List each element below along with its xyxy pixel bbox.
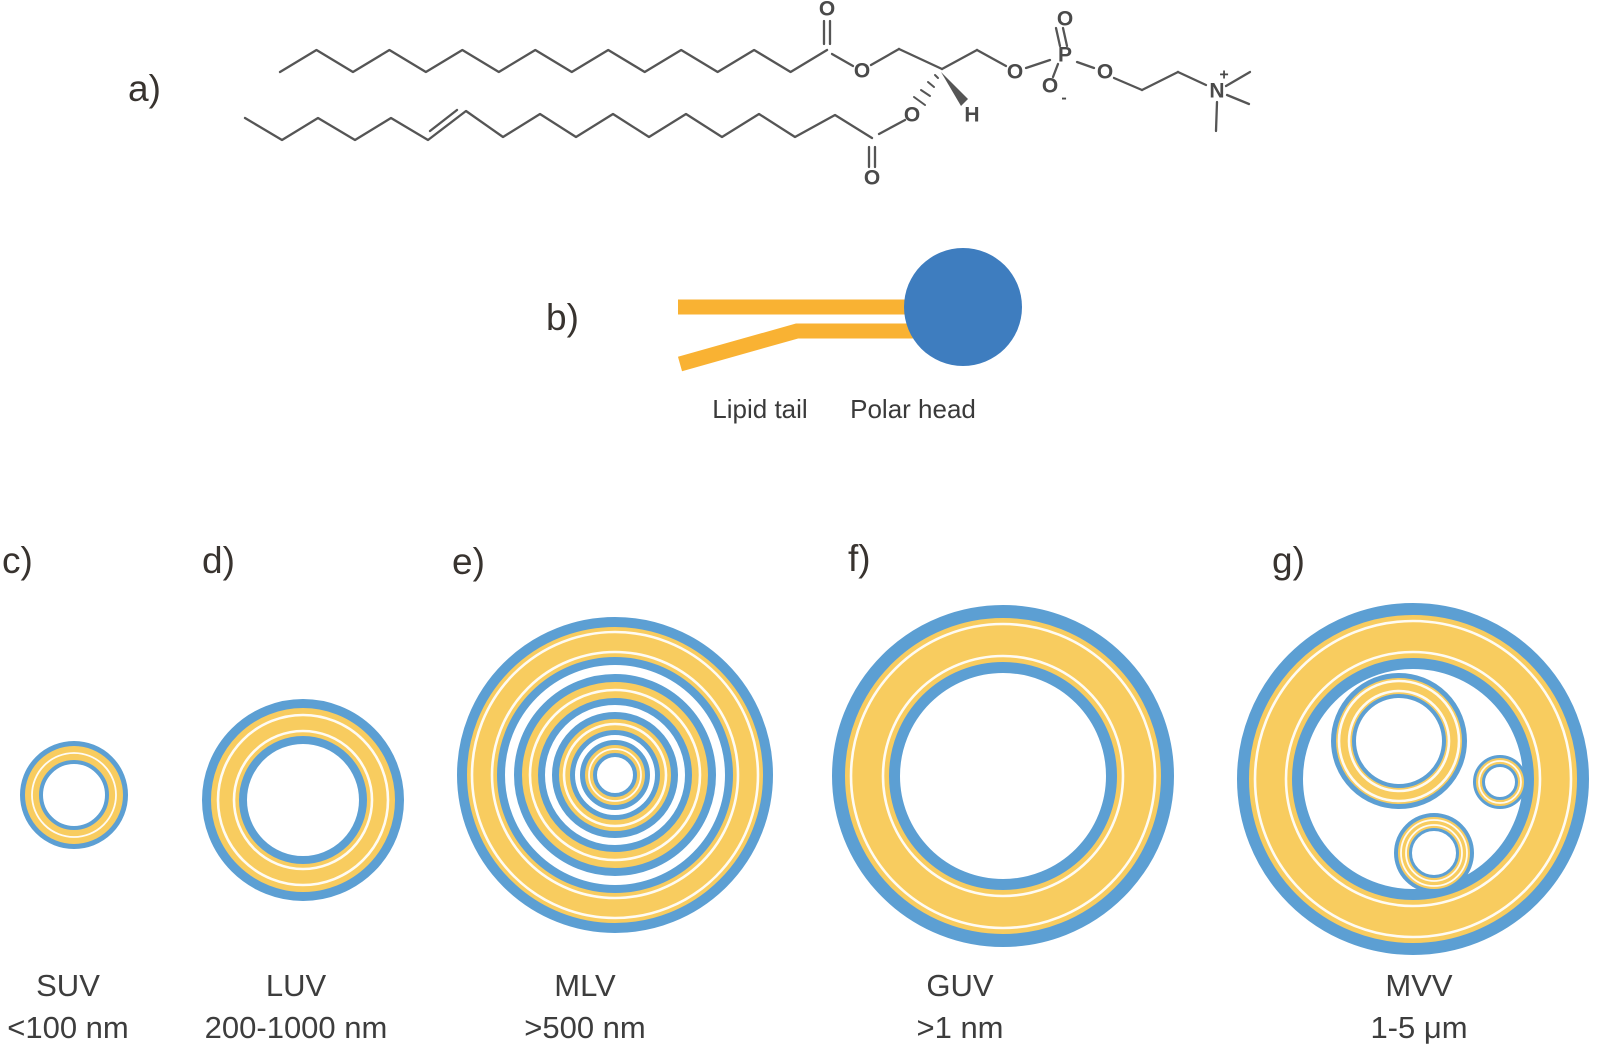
panel-f-label: f) xyxy=(848,538,871,579)
atom-label: O xyxy=(854,60,870,83)
charge-label: + xyxy=(1219,67,1228,84)
atom-label: P xyxy=(1058,44,1072,67)
vesicle-mvv-graphic xyxy=(1237,603,1589,955)
saturated-acyl-chain xyxy=(278,48,829,74)
polar-head-graphic xyxy=(904,248,1022,366)
vesicle-luv-graphic xyxy=(202,699,404,901)
atom-label: O xyxy=(904,104,920,127)
panel-a-label: a) xyxy=(128,68,161,109)
vesicle-mvv-size: 1-5 μm xyxy=(1370,1010,1468,1045)
vesicle-mvv-name: MVV xyxy=(1385,968,1453,1003)
charge-label: - xyxy=(1061,90,1066,107)
unsaturated-acyl-chain xyxy=(243,109,874,142)
vesicle-mlv-name: MLV xyxy=(554,968,616,1003)
atom-label: O xyxy=(1042,75,1058,98)
panel-c-label: c) xyxy=(2,540,33,581)
stereo-wedge-bond xyxy=(941,72,968,106)
vesicle-suv-graphic xyxy=(20,741,128,849)
atom-label: N xyxy=(1209,80,1224,103)
vesicle-luv-name: LUV xyxy=(265,968,327,1003)
polar-head-label: Polar head xyxy=(850,394,976,424)
panel-d-label: d) xyxy=(202,540,235,581)
vesicle-mlv-graphic xyxy=(457,617,773,933)
vesicle-suv-name: SUV xyxy=(36,968,100,1003)
lipid-tail-label: Lipid tail xyxy=(712,394,808,424)
vesicle-guv-graphic xyxy=(832,605,1174,947)
atom-label: O xyxy=(1097,61,1113,84)
vesicle-guv-size: >1 nm xyxy=(916,1010,1004,1045)
vesicle-luv-size: 200-1000 nm xyxy=(204,1010,388,1045)
panel-b-label: b) xyxy=(546,297,579,338)
bottom-tail-graphic xyxy=(677,323,920,372)
atom-label: O xyxy=(1057,8,1073,31)
vesicle-suv-size: <100 nm xyxy=(7,1010,129,1045)
vesicle-mlv-size: >500 nm xyxy=(524,1010,646,1045)
panel-e-label: e) xyxy=(452,541,485,582)
atom-label: O xyxy=(1007,61,1023,84)
atom-label: O xyxy=(864,167,880,190)
panel-g-label: g) xyxy=(1272,540,1305,581)
atom-label: O xyxy=(819,0,835,21)
atom-label: H xyxy=(964,104,979,127)
vesicle-guv-name: GUV xyxy=(926,968,994,1003)
simplified-lipid-graphic xyxy=(677,248,1022,372)
